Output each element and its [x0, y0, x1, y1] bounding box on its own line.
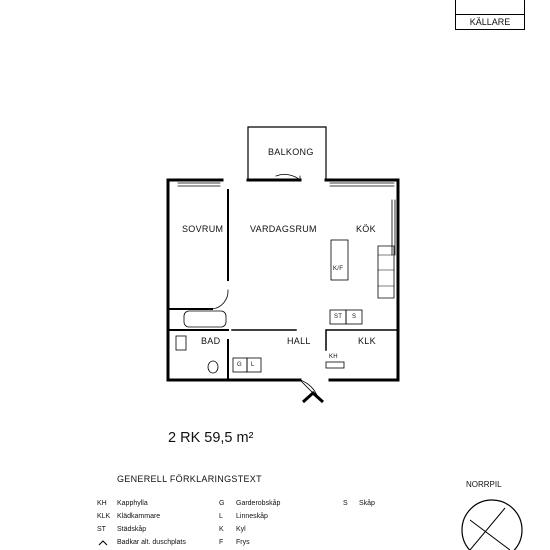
fridge-freezer	[330, 239, 349, 281]
tub-symbol	[98, 540, 108, 546]
room-label-bedroom: SOVRUM	[182, 224, 224, 234]
closet-wall	[325, 329, 399, 351]
legend-text: Kyl	[236, 526, 246, 533]
legend-code: L	[219, 513, 223, 520]
legend-text: Linneskåp	[236, 513, 268, 520]
window-left	[177, 182, 221, 187]
room-label-kitchen: KÖK	[356, 224, 376, 234]
legend-code: K	[219, 526, 224, 533]
sink	[175, 335, 187, 351]
room-label-living: VARDAGSRUM	[250, 224, 317, 234]
wardrobe-l	[246, 357, 262, 373]
kitchen-counter	[377, 245, 395, 299]
fixture-label-s: S	[352, 314, 357, 320]
fixture-label-l: L	[251, 362, 255, 368]
north-arrow-label: NORRPIL	[466, 480, 502, 489]
bedroom-door	[211, 289, 229, 310]
outer-wall	[166, 178, 400, 382]
room-label-balcony: BALKONG	[268, 147, 314, 157]
north-arrow-circle	[461, 499, 523, 550]
coat-shelf	[325, 361, 345, 369]
floor-indicator: KÄLLARE	[455, 0, 525, 30]
legend-text: Skåp	[359, 500, 375, 507]
fixture-label-kf: K/F	[333, 266, 344, 272]
legend-text: Kapphylla	[117, 500, 148, 507]
bathtub	[183, 310, 227, 328]
legend-code: G	[219, 500, 225, 507]
legend-text: Garderobskåp	[236, 500, 281, 507]
legend-code: KLK	[97, 513, 111, 520]
floor-label: KÄLLARE	[469, 17, 511, 27]
balcony-outline	[247, 126, 327, 181]
legend-code: KH	[97, 500, 107, 507]
room-label-bath: BAD	[201, 336, 221, 346]
balcony-door	[275, 174, 301, 181]
legend-text: Klädkammare	[117, 513, 161, 520]
north-arrow	[469, 507, 511, 550]
legend-code: F	[219, 539, 224, 546]
legend-title: GENERELL FÖRKLARINGSTEXT	[117, 474, 262, 484]
storage-s	[345, 309, 363, 325]
legend-text: Badkar alt. duschplats	[117, 539, 186, 546]
legend-code: ST	[97, 526, 106, 533]
toilet	[207, 360, 219, 374]
fixture-label-kh: KH	[329, 354, 338, 360]
room-label-hall: HALL	[287, 336, 311, 346]
legend-text: Frys	[236, 539, 250, 546]
room-label-closet: KLK	[358, 336, 376, 346]
legend-code: S	[343, 500, 348, 507]
fixture-label-g: G	[237, 362, 242, 368]
apartment-area: 2 RK 59,5 m²	[168, 430, 254, 446]
entrance-arrow	[301, 390, 325, 404]
window-side	[391, 199, 396, 256]
legend-text: Städskåp	[117, 526, 147, 533]
window-right	[329, 182, 395, 187]
fixture-label-st: ST	[334, 314, 343, 320]
